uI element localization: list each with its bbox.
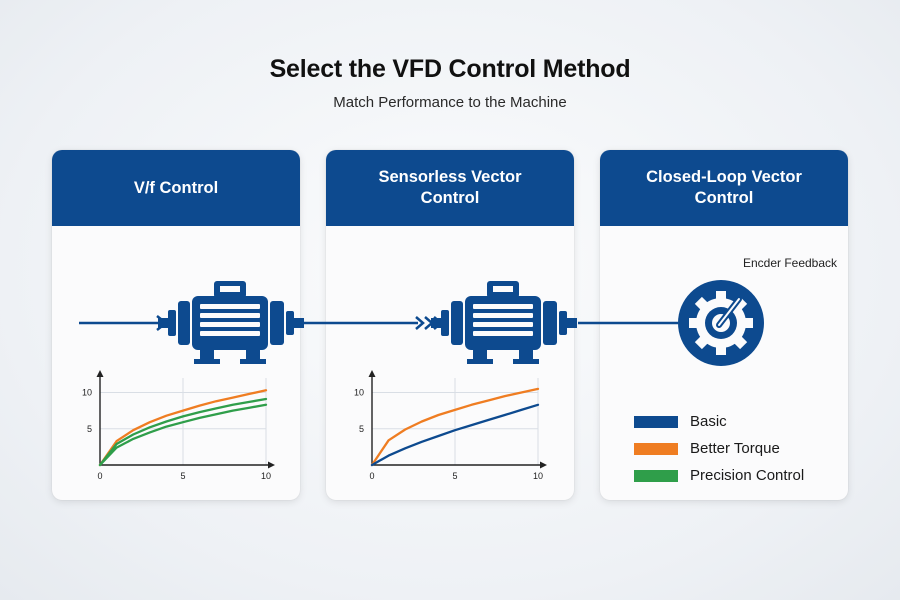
legend: Basic Better Torque Precision Control [634, 408, 804, 489]
series-line [370, 403, 540, 467]
y-tick-label: 5 [87, 424, 92, 434]
card-title: Closed-Loop Vector Control [600, 150, 848, 226]
card-title: V/f Control [52, 150, 300, 226]
arrow-icon [296, 316, 443, 330]
legend-item-precision-control: Precision Control [634, 462, 804, 489]
x-tick-label: 10 [533, 471, 543, 481]
torque-chart-vf: 0 5 10 5 10 [82, 370, 275, 481]
x-tick-label: 5 [180, 471, 185, 481]
encoder-feedback-label: Encder Feedback [742, 256, 838, 270]
legend-swatch [634, 415, 678, 428]
y-axis-arrow [96, 370, 104, 377]
card-title: Sensorless Vector Control [326, 150, 574, 226]
motor-icon [431, 281, 577, 364]
legend-label: Better Torque [690, 440, 780, 457]
legend-item-basic: Basic [634, 408, 804, 435]
x-axis-arrow [540, 461, 547, 469]
page-subtitle: Match Performance to the Machine [333, 94, 567, 111]
x-tick-label: 0 [369, 471, 374, 481]
y-axis-arrow [368, 370, 376, 377]
torque-chart-sensorless: 0 5 10 5 10 [354, 370, 547, 481]
motor-icon [158, 281, 304, 364]
series-line [98, 397, 268, 467]
series-line [370, 387, 540, 467]
x-axis-arrow [268, 461, 275, 469]
arrow-icon [79, 315, 169, 331]
y-tick-label: 5 [359, 424, 364, 434]
page-title: Select the VFD Control Method [269, 55, 631, 83]
legend-label: Precision Control [690, 467, 805, 484]
series-line [98, 389, 268, 467]
legend-label: Basic [690, 413, 727, 430]
series-line [98, 403, 268, 467]
legend-item-better-torque: Better Torque [634, 435, 804, 462]
legend-swatch [634, 469, 678, 482]
y-tick-label: 10 [354, 388, 364, 398]
x-tick-label: 5 [452, 471, 457, 481]
y-tick-label: 10 [82, 388, 92, 398]
x-tick-label: 0 [97, 471, 102, 481]
legend-swatch [634, 442, 678, 455]
gear-encoder-icon [678, 280, 764, 366]
x-tick-label: 10 [261, 471, 271, 481]
